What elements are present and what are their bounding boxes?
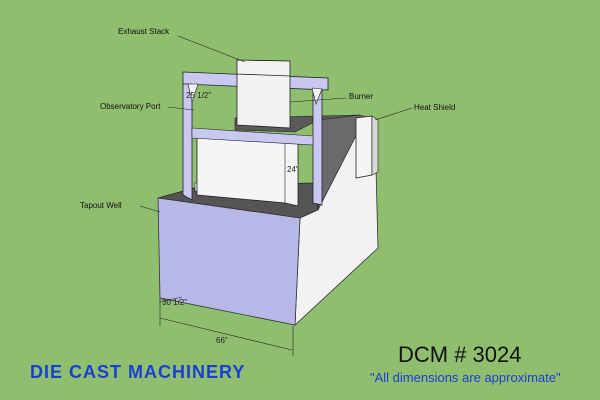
label-observatory-port: Observatory Port bbox=[100, 102, 161, 111]
disclaimer-text: "All dimensions are approximate" bbox=[370, 370, 561, 385]
model-number: DCM # 3024 bbox=[398, 342, 522, 367]
leader-tapout bbox=[139, 205, 161, 213]
furnace-front-face bbox=[157, 197, 301, 326]
label-tapout-well: Tapout Well bbox=[80, 201, 122, 210]
leader-port bbox=[167, 106, 195, 111]
observatory-door bbox=[196, 132, 299, 207]
burner-box bbox=[236, 71, 291, 129]
dim-line-length bbox=[159, 317, 293, 351]
label-burner: Burner bbox=[349, 92, 374, 101]
label-exhaust-stack: Exhaust Stack bbox=[118, 27, 170, 36]
dim-line-width bbox=[159, 296, 183, 303]
exhaust-stack bbox=[236, 59, 291, 77]
leader-burner bbox=[289, 97, 347, 103]
frame-cross-beam bbox=[191, 127, 314, 146]
frame-bracket-left bbox=[187, 83, 199, 104]
dim-length: 66" bbox=[216, 336, 228, 345]
dim-port-depth: 24" bbox=[287, 165, 299, 174]
leader-exhaust bbox=[177, 35, 246, 63]
stack-edge bbox=[236, 59, 291, 62]
company-name: DIE CAST MACHINERY bbox=[30, 362, 246, 382]
label-heat-shield: Heat Shield bbox=[414, 103, 456, 112]
frame-left-post bbox=[182, 83, 193, 201]
frame-bracket-right bbox=[311, 87, 323, 105]
heat-shield bbox=[355, 115, 373, 179]
dim-frame-height: 25 1/2" bbox=[186, 91, 211, 100]
dim-width: 30 1/2" bbox=[162, 298, 187, 307]
frame-right-post bbox=[312, 88, 323, 206]
leader-heatshield bbox=[374, 107, 413, 121]
heat-shield-side bbox=[371, 115, 379, 176]
